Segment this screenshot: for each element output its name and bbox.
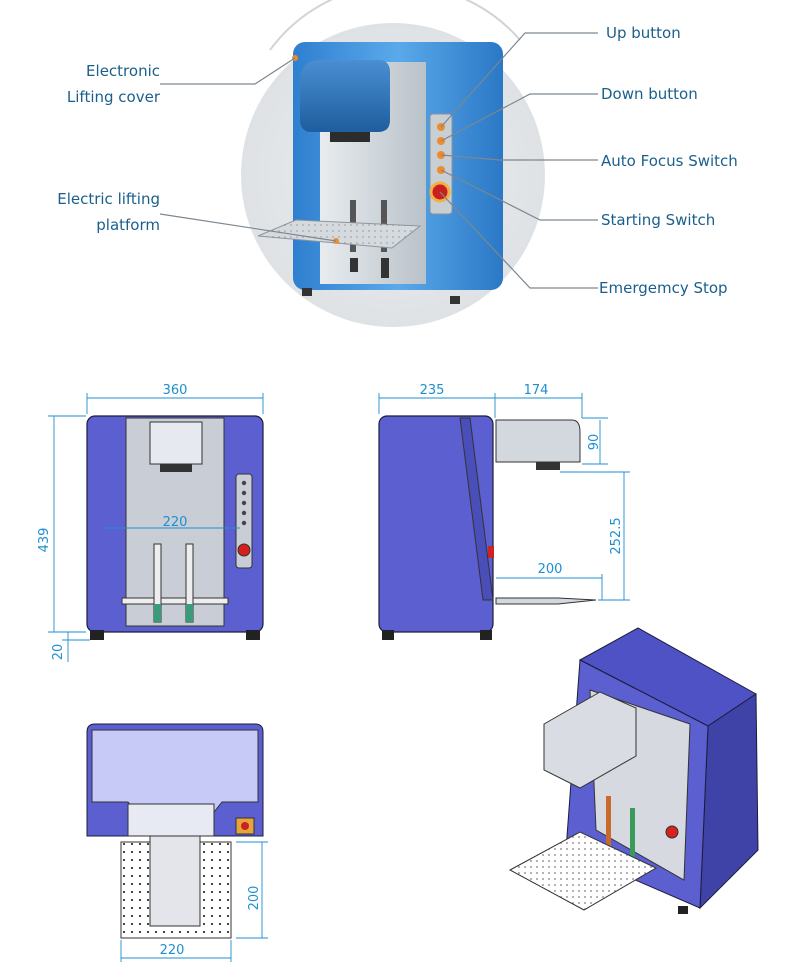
dim-front-inner: 220 — [163, 515, 188, 530]
callout-lifting-platform: Electric lifting platform — [57, 186, 160, 238]
side-dimension-lines — [378, 393, 630, 601]
laser-head — [300, 60, 390, 132]
dim-front-width: 360 — [163, 383, 188, 398]
dim-front-height: 439 — [37, 528, 52, 553]
dim-top-platform-width: 220 — [160, 943, 185, 958]
dim-side-arm: 174 — [524, 383, 549, 398]
callout-up-button: Up button — [606, 24, 681, 42]
front-dimension-lines — [48, 393, 264, 662]
dim-side-head: 90 — [587, 434, 602, 451]
dim-front-feet: 20 — [51, 644, 66, 661]
dim-side-depth: 235 — [420, 383, 445, 398]
isometric-view — [508, 627, 759, 914]
top-view — [86, 723, 264, 939]
callout-lifting-cover-line2: Lifting cover — [66, 88, 160, 106]
callout-lifting-platform-line2: platform — [96, 216, 160, 234]
callout-lifting-cover-line1: Electronic — [86, 62, 160, 80]
callout-lifting-platform-line1: Electric lifting — [57, 190, 160, 208]
callout-starting-switch: Starting Switch — [601, 211, 716, 229]
callout-auto-focus: Auto Focus Switch — [601, 152, 738, 170]
callout-emergency-stop: Emergemcy Stop — [599, 279, 728, 297]
top-dimension-lines — [120, 841, 268, 962]
dim-top-platform-depth: 200 — [247, 886, 262, 911]
callout-lifting-cover: Electronic Lifting cover — [67, 58, 160, 110]
side-view — [378, 415, 597, 640]
dim-side-travel: 252.5 — [609, 517, 624, 554]
machine-photo — [241, 0, 545, 327]
dim-side-platform: 200 — [538, 562, 563, 577]
callout-lines — [159, 32, 598, 289]
front-view — [86, 415, 264, 640]
callout-down-button: Down button — [601, 85, 698, 103]
